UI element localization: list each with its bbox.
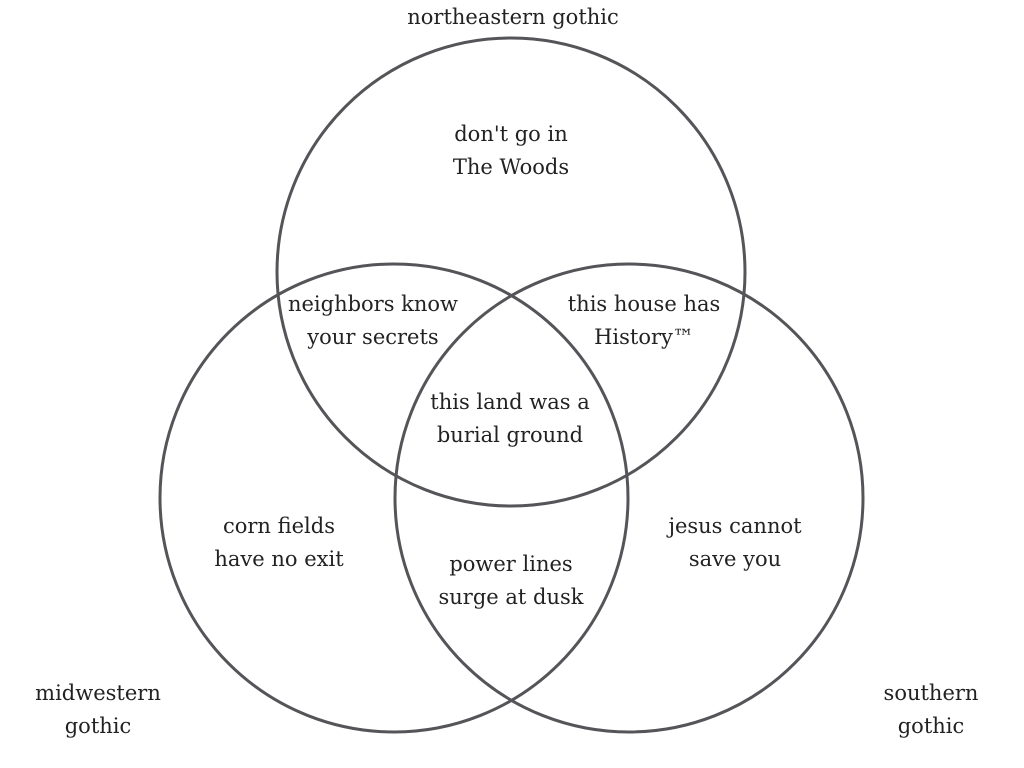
- region-line: jesus cannot: [668, 514, 802, 538]
- label-line: northeastern gothic: [407, 5, 619, 29]
- region-line: The Woods: [452, 155, 570, 179]
- region-northeastern-midwestern: neighbors know your secrets: [288, 288, 458, 354]
- circle-northeastern: [275, 36, 747, 508]
- region-line: surge at dusk: [438, 585, 584, 609]
- region-midwestern-southern: power lines surge at dusk: [439, 548, 584, 614]
- label-line: gothic: [897, 714, 965, 738]
- region-southern-only: jesus cannot save you: [668, 510, 801, 576]
- label-line: southern: [883, 681, 979, 705]
- label-line: midwestern: [35, 681, 161, 705]
- region-midwestern-only: corn fields have no exit: [214, 510, 343, 576]
- region-line: this house has: [567, 292, 721, 316]
- region-all-three: this land was a burial ground: [430, 386, 589, 452]
- set-label-midwestern: midwestern gothic: [35, 677, 161, 743]
- circle-midwestern: [158, 262, 630, 734]
- region-line: don't go in: [454, 122, 568, 146]
- region-line: History™: [594, 325, 694, 349]
- region-line: neighbors know: [287, 292, 459, 316]
- region-line: this land was a: [430, 390, 590, 414]
- region-line: power lines: [449, 552, 573, 576]
- region-line: have no exit: [214, 547, 344, 571]
- region-northeastern-only: don't go in The Woods: [453, 118, 569, 184]
- region-line: your secrets: [307, 325, 439, 349]
- region-northeastern-southern: this house has History™: [568, 288, 721, 354]
- region-line: corn fields: [222, 514, 335, 538]
- circle-southern: [393, 262, 865, 734]
- region-line: burial ground: [436, 423, 584, 447]
- region-line: save you: [688, 547, 782, 571]
- label-line: gothic: [64, 714, 132, 738]
- set-label-southern: southern gothic: [884, 677, 979, 743]
- set-label-northeastern: northeastern gothic: [407, 1, 619, 34]
